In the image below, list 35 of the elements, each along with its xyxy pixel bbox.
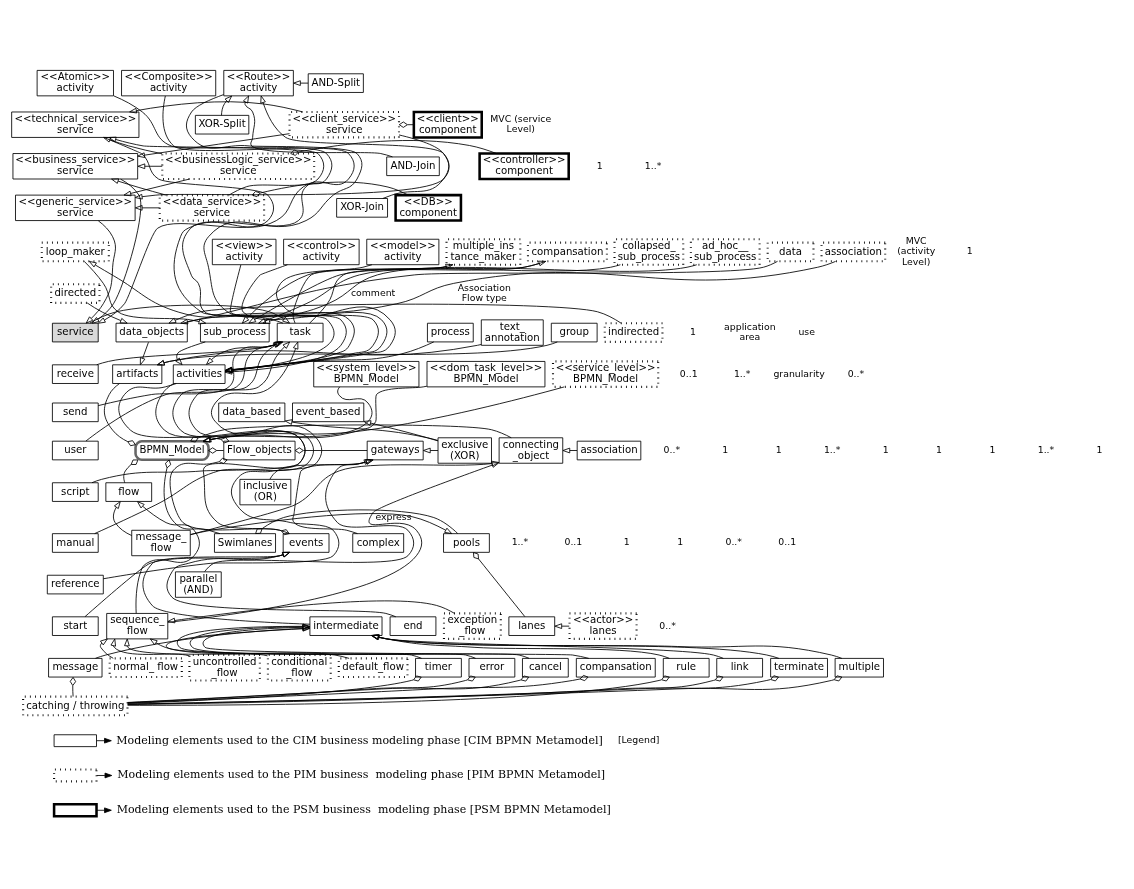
label: 1 [775,443,782,455]
label: [Legend] [617,733,660,745]
label: Association Flow type [457,281,511,303]
label: MVC (service Level) [490,112,552,134]
legend-label: Modeling elements used to the CIM business modeling phase [CIM BPMN Metamodel] [116,733,603,747]
label: granularity [773,367,825,379]
label: 0..1 [778,535,797,547]
edge-label: express [375,510,412,522]
label: 0..* [847,367,865,379]
label: 0..* [659,619,676,631]
label: 1 [623,535,630,547]
label: 1..* [823,443,841,455]
legend-label: Modeling elements used to the PIM business modeling phase [PIM BPMN Metamodel] [117,767,606,781]
label: 1 [882,443,889,455]
label: 1..* [511,535,529,547]
label: 1..* [1037,443,1055,455]
legend-label: Modeling elements used to the PSM business modeling phase [PSM BPMN Metamodel] [116,802,611,816]
label: 1..* [733,367,751,379]
label: 1 [936,443,943,455]
label: 1 [989,443,996,455]
edge-label: comment [350,286,396,298]
label: 1 [596,159,603,171]
label: 0..1 [679,367,698,379]
label: 1 [677,535,684,547]
label: 0..* [725,535,742,547]
label: 1 [1096,443,1103,455]
label: 1 [690,325,696,337]
label: MVC (activity Level) [897,234,936,267]
label: 1..* [644,159,662,171]
label: 1 [966,244,973,256]
label: 0..* [663,443,681,455]
label: 0..1 [564,535,583,547]
label: 1 [722,443,729,455]
label: use [798,325,815,337]
label: application area [724,320,776,342]
